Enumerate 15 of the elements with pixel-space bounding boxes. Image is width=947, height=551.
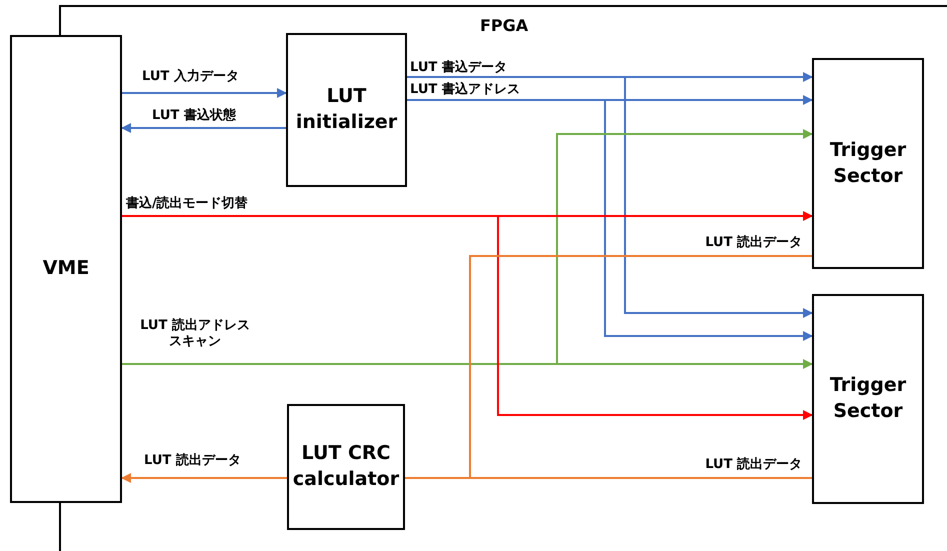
module-label: Trigger Sector bbox=[828, 138, 908, 188]
module-box bbox=[287, 404, 405, 530]
module-box bbox=[10, 35, 122, 503]
region-title: FPGA bbox=[480, 15, 528, 37]
edge-label: 書込/読出モード切替 bbox=[124, 196, 250, 212]
module-box bbox=[812, 294, 924, 504]
module-box bbox=[286, 33, 407, 187]
module-label: LUT CRC calculator bbox=[292, 441, 400, 492]
module-label: Trigger Sector bbox=[828, 373, 908, 424]
module-box bbox=[812, 58, 924, 269]
arrow bbox=[121, 473, 287, 483]
module-label: LUT initializer bbox=[294, 84, 398, 135]
arrow bbox=[121, 123, 286, 133]
arrow bbox=[122, 88, 287, 98]
module-label: VME bbox=[42, 256, 90, 282]
